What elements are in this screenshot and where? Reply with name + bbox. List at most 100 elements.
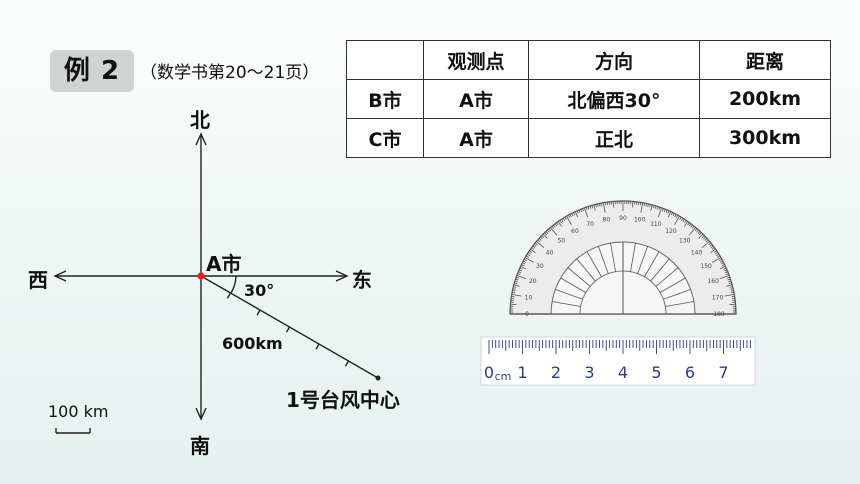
protractor-spoke: [663, 288, 691, 300]
table-row: B市 A市 北偏西30° 200km: [346, 79, 831, 119]
protractor-tick: [704, 238, 708, 241]
table-cell: A市: [423, 79, 529, 119]
protractor-tick: [724, 269, 728, 272]
protractor-tick: [523, 260, 527, 263]
north-arrow-icon: [195, 132, 207, 146]
table-cell: 200km: [699, 79, 831, 119]
protractor-label: 170: [712, 294, 724, 301]
protractor-tick: [522, 262, 526, 265]
protractor-tick: [529, 250, 533, 253]
protractor-tick: [562, 217, 566, 221]
protractor-spoke: [555, 288, 583, 300]
path-tick: [256, 309, 261, 316]
table-header: 距离: [699, 40, 831, 80]
protractor-tick: [595, 204, 597, 208]
protractor-tick: [656, 206, 659, 210]
protractor-tick: [589, 205, 592, 209]
protractor-tick: [580, 209, 583, 213]
protractor-tick: [730, 292, 735, 294]
protractor-tick: [723, 267, 727, 270]
protractor-tick: [684, 220, 687, 224]
protractor-label: 110: [650, 221, 662, 228]
protractor-spoke: [560, 277, 586, 293]
typhoon-point: [375, 375, 381, 381]
protractor-tick: [540, 236, 543, 240]
protractor-tick: [703, 236, 706, 240]
protractor-tick: [587, 206, 590, 210]
protractor-tick: [516, 276, 520, 279]
protractor-tick: [730, 290, 734, 292]
protractor-tick: [516, 274, 527, 280]
protractor-tick: [721, 264, 725, 267]
protractor-label: 50: [557, 237, 565, 244]
protractor-tick: [547, 229, 550, 233]
table-header-row: 观测点 方向 距离: [346, 40, 831, 80]
protractor-tick: [717, 255, 721, 258]
protractor-tick: [710, 245, 714, 249]
protractor-tick: [650, 204, 653, 211]
protractor-tick: [564, 216, 567, 220]
protractor-label: 30: [536, 263, 544, 270]
protractor-tick: [518, 269, 522, 272]
protractor-label: 90: [619, 215, 627, 222]
protractor-tick: [591, 205, 594, 209]
origin-point: [197, 272, 205, 280]
protractor-tick: [569, 214, 572, 218]
protractor-tick: [663, 209, 666, 213]
protractor-tick: [715, 252, 718, 255]
west-label: 西: [28, 268, 48, 292]
protractor-tick: [545, 231, 549, 234]
protractor-spoke: [610, 243, 616, 272]
table-cell: B市: [346, 79, 424, 119]
protractor-tick: [593, 204, 596, 211]
protractor-tick: [517, 273, 521, 275]
protractor-spoke: [576, 258, 596, 282]
table-header: 观测点: [423, 40, 529, 80]
ruler-number: 0: [484, 363, 494, 382]
ruler-number: 6: [685, 363, 695, 382]
protractor-spoke: [665, 301, 694, 307]
protractor-tick: [534, 242, 538, 246]
protractor-label: 0: [525, 311, 529, 318]
protractor-tick: [696, 229, 699, 233]
protractor-tick: [533, 244, 537, 247]
protractor-tick: [697, 231, 701, 234]
protractor-tick: [556, 222, 559, 226]
ruler-number: 3: [584, 363, 594, 382]
protractor-tick: [719, 265, 726, 270]
protractor-tick: [515, 278, 519, 281]
typhoon-label: 1号台风中心: [286, 388, 400, 412]
protractor-tick: [728, 280, 732, 283]
protractor-tick: [649, 204, 651, 208]
protractor-tick: [662, 208, 664, 212]
protractor-tick: [710, 248, 716, 253]
protractor-tick: [597, 203, 599, 207]
south-arrow-icon: [195, 407, 207, 421]
path-tick: [315, 343, 320, 350]
path-tick: [226, 292, 232, 299]
protractor-label: 40: [546, 249, 554, 256]
protractor-tick: [640, 202, 644, 213]
west-arrow-icon: [53, 270, 67, 282]
protractor-tick: [712, 257, 722, 263]
protractor-tick: [709, 244, 713, 247]
protractor-tick: [730, 288, 734, 290]
protractor-tick: [571, 213, 574, 217]
protractor-tick: [525, 255, 529, 258]
protractor-tick: [674, 215, 680, 225]
protractor-tick: [526, 253, 530, 257]
protractor-tick: [538, 238, 542, 241]
protractor-label: 100: [634, 216, 646, 223]
protractor-tick: [576, 210, 579, 214]
protractor-tick: [531, 247, 535, 250]
protractor-tick: [518, 271, 522, 274]
protractor-tick: [670, 212, 673, 216]
protractor-tick: [511, 293, 522, 297]
angle-arc: [230, 275, 237, 294]
protractor-tick: [667, 211, 672, 218]
protractor-tick: [727, 278, 731, 281]
protractor-label: 150: [700, 263, 712, 270]
protractor-tick: [667, 210, 670, 214]
ruler-number: 1: [517, 363, 527, 382]
protractor-label: 80: [603, 216, 611, 223]
